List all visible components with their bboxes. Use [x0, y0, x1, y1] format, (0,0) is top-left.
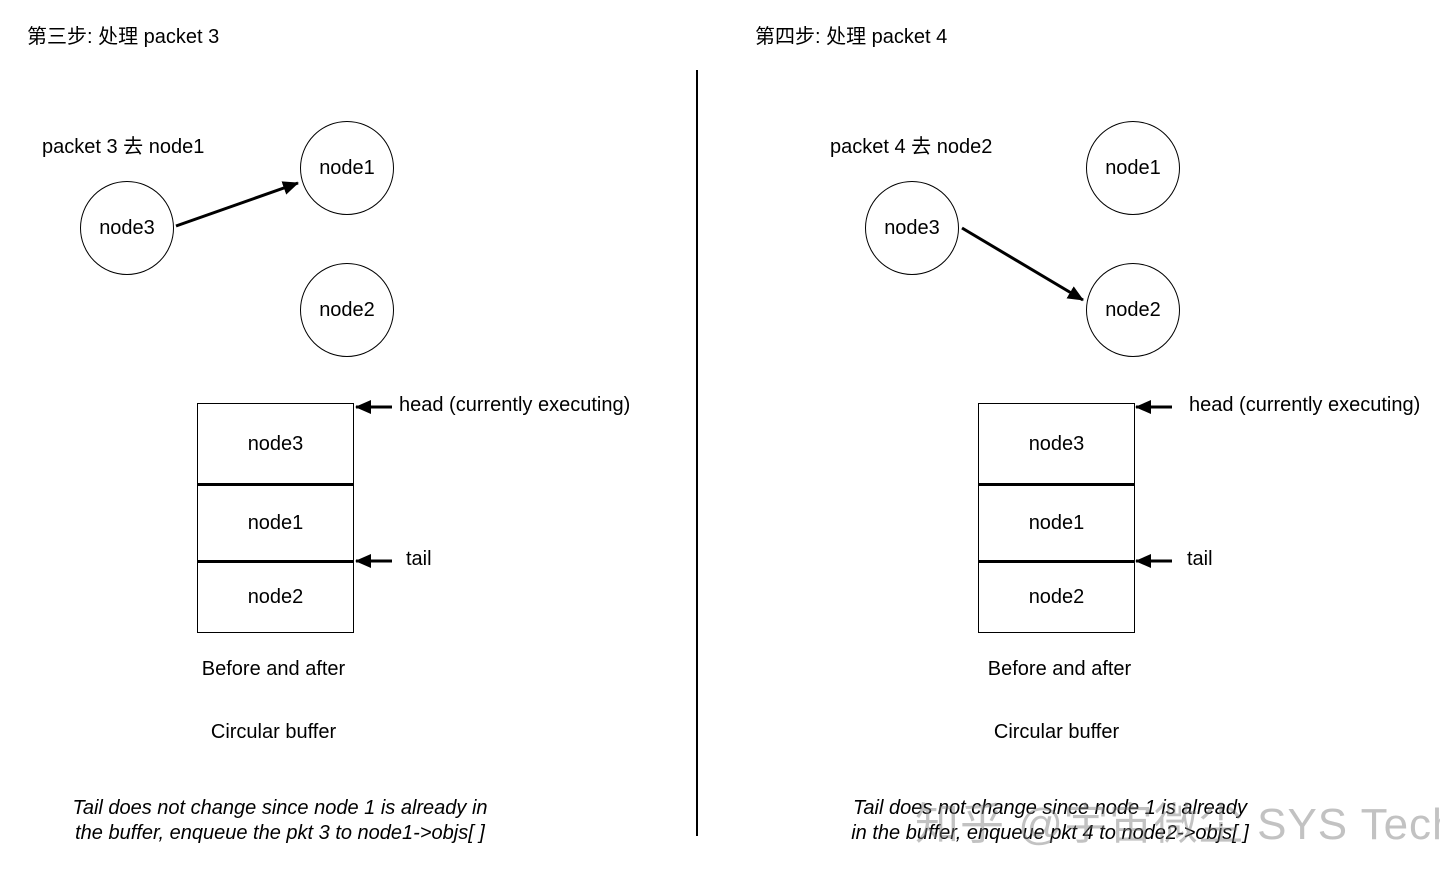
left-packet-arrow [175, 181, 299, 228]
right-tail-label: tail [1187, 548, 1213, 570]
right-node3-circle: node3 [865, 181, 959, 275]
left-step-title: 第三步: 处理 packet 3 [27, 26, 220, 48]
right-buffer-cell-1: node3 [1028, 432, 1085, 455]
right-buffer-cell-3: node2 [1028, 585, 1085, 608]
left-node2-circle: node2 [300, 263, 394, 357]
left-note-line-1: Tail does not change since node 1 is alr… [72, 797, 488, 819]
right-caption-before-after: Before and after [987, 658, 1132, 680]
right-step-title: 第四步: 处理 packet 4 [755, 26, 948, 48]
right-buffer-cell-2: node1 [1028, 511, 1085, 534]
left-buffer-cell-1: node3 [247, 432, 304, 455]
right-node1-circle: node1 [1086, 121, 1180, 215]
left-packet-label: packet 3 去 node1 [42, 136, 205, 158]
left-caption-before-after: Before and after [201, 658, 346, 680]
left-head-label: head (currently executing) [399, 394, 631, 416]
left-buffer-divider-1 [197, 483, 354, 486]
left-buffer-cell-3: node2 [247, 585, 304, 608]
right-packet-label: packet 4 去 node2 [830, 136, 993, 158]
left-buffer-divider-2 [197, 560, 354, 563]
left-node1-circle: node1 [300, 121, 394, 215]
left-note: Tail does not change since node 1 is alr… [30, 796, 530, 846]
left-caption-circular-buffer: Circular buffer [210, 721, 337, 743]
right-node2-circle: node2 [1086, 263, 1180, 357]
right-note: Tail does not change since node 1 is alr… [800, 796, 1300, 846]
watermark-text: 知乎 @宇宙微尘 SYS Tech [915, 800, 1440, 849]
left-circular-buffer: node3 node1 node2 [197, 403, 354, 633]
right-note-line-2: in the buffer, enqueue pkt 4 to node2->o… [851, 822, 1249, 844]
right-note-line-1: Tail does not change since node 1 is alr… [853, 797, 1247, 819]
left-buffer-cell-2: node1 [247, 511, 304, 534]
right-packet-arrow [961, 226, 1084, 302]
left-note-line-2: the buffer, enqueue the pkt 3 to node1->… [75, 822, 485, 844]
right-buffer-divider-2 [978, 560, 1135, 563]
right-caption-circular-buffer: Circular buffer [993, 721, 1120, 743]
right-head-label: head (currently executing) [1189, 394, 1421, 416]
right-circular-buffer: node3 node1 node2 [978, 403, 1135, 633]
panel-divider-line [696, 70, 698, 836]
right-buffer-divider-1 [978, 483, 1135, 486]
left-tail-label: tail [406, 548, 432, 570]
left-node3-circle: node3 [80, 181, 174, 275]
